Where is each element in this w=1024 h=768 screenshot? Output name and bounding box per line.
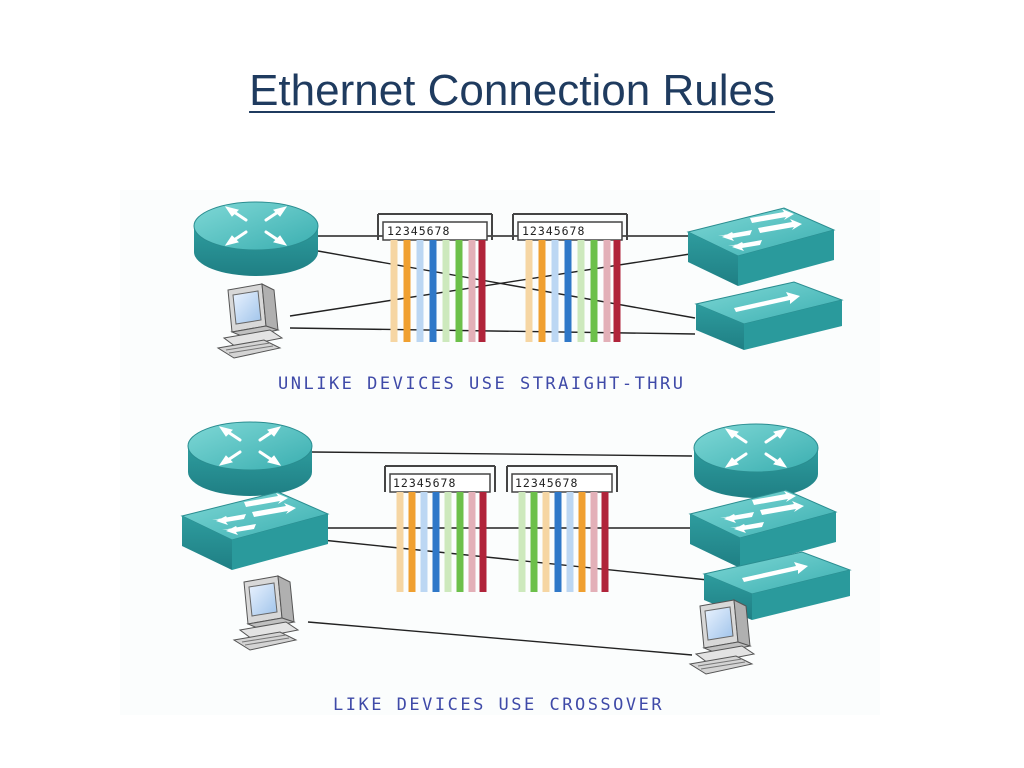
crossover-caption: LIKE DEVICES USE CROSSOVER (333, 695, 664, 715)
pin-numbers-b: 12345678 (515, 476, 578, 490)
straight-through-panel: 12345678 12345678 (192, 200, 843, 394)
pc-icon (233, 575, 299, 651)
pin-numbers-a: 12345678 (393, 476, 456, 490)
switch-icon (181, 491, 329, 571)
pin-numbers-a: 12345678 (387, 224, 450, 238)
rj45-connector-b: 12345678 (512, 213, 628, 342)
rj45-connector-a: 12345678 (384, 465, 496, 592)
router-icon (186, 420, 314, 498)
crossover-panel: 12345678 12345678 (181, 420, 851, 715)
router-icon (192, 200, 320, 278)
pc-icon (689, 599, 755, 675)
router-icon (692, 422, 820, 500)
straight-through-caption: UNLIKE DEVICES USE STRAIGHT-THRU (278, 374, 686, 394)
cable-lines (307, 451, 709, 656)
cable-lines (289, 235, 696, 335)
pc-icon (217, 283, 283, 359)
rj45-connector-b: 12345678 (506, 465, 618, 592)
rj45-connector-a: 12345678 (377, 213, 493, 342)
pin-numbers-b: 12345678 (522, 224, 585, 238)
page-title: Ethernet Connection Rules (249, 66, 775, 115)
hub-icon (695, 281, 843, 351)
switch-icon (687, 207, 835, 287)
